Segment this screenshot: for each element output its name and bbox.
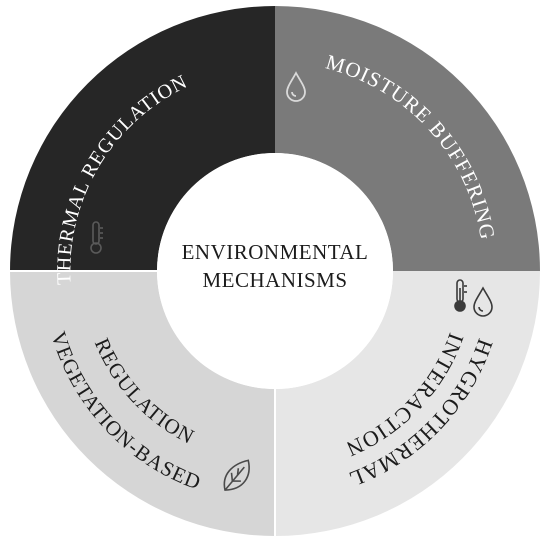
leaf-icon <box>223 459 250 491</box>
thermometer-icon <box>90 221 103 254</box>
segment-hygrothermal-interaction <box>275 271 540 536</box>
center-title-line1: ENVIRONMENTAL <box>182 240 369 264</box>
water-drop-icon <box>286 71 306 102</box>
segment-vegetation-based-regulation <box>10 271 275 536</box>
segment-thermal-regulation <box>10 6 275 271</box>
thermometer-and-drop-icon <box>454 279 493 317</box>
center-circle <box>157 153 393 389</box>
center-title-line2: MECHANISMS <box>202 268 347 292</box>
segment-moisture-buffering <box>275 6 540 271</box>
